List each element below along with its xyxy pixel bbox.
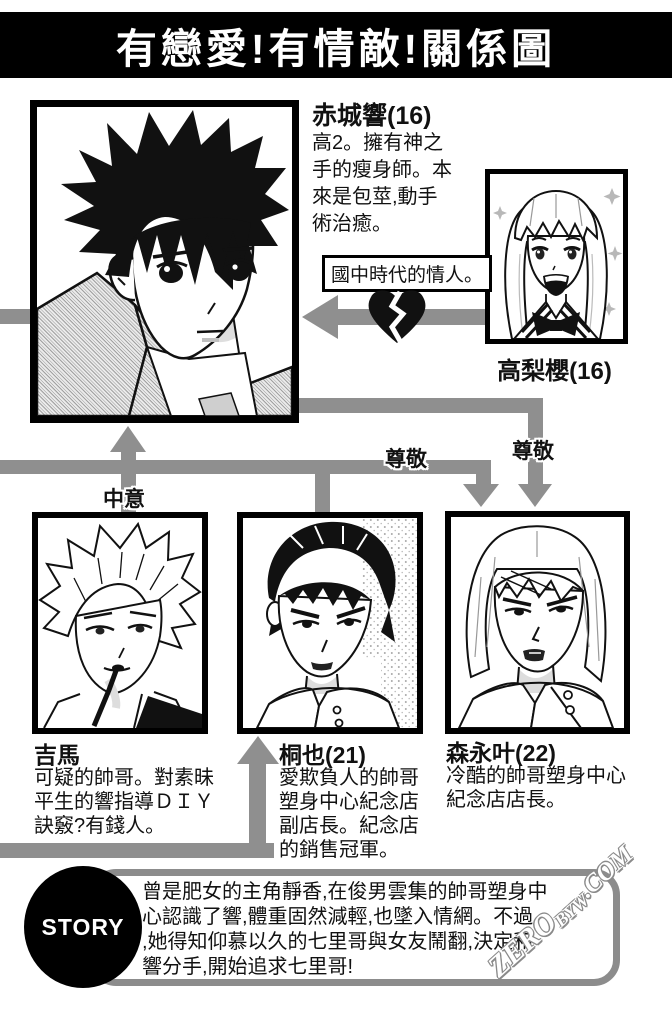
respect-arrow-2-hbar (0, 460, 491, 474)
portrait-yoshima (32, 512, 208, 734)
respect-arrow-2-riser (315, 473, 330, 513)
hibiki-name: 赤城響(16) (312, 102, 432, 130)
edge-connector-bar (0, 309, 36, 324)
hibiki-description: 高2。擁有神之 手的瘦身師。本 來是包莖,動手 術治癒。 (312, 132, 452, 235)
yoshima-name: 吉馬 (34, 742, 80, 768)
hibiki-portrait-art (37, 110, 292, 416)
bottom-arrow-hbar (0, 843, 274, 858)
bottom-arrow-vbar (249, 762, 266, 844)
kanata-name: 森永叶(22) (446, 740, 556, 766)
bottom-arrow-head-up (237, 736, 279, 764)
lover-arrow-head-left (302, 295, 338, 339)
header-banner: 有戀愛!有情敵!關係圖 (0, 12, 672, 78)
page-title: 有戀愛!有情敵!關係圖 (115, 26, 557, 72)
respect-relation-label-2: 尊敬 (385, 448, 427, 471)
sakura-name: 高梨櫻(16) (497, 358, 612, 385)
kanata-description: 冷酷的帥哥塑身中心 紀念店店長。 (446, 765, 626, 811)
story-badge-label: STORY (41, 913, 125, 940)
touya-name: 桐也(21) (279, 742, 366, 768)
like-relation-label: 中意 (103, 488, 145, 511)
like-arrow-head-up (110, 426, 146, 452)
watermark-com: .COM (573, 840, 639, 904)
yoshima-portrait-art (38, 521, 202, 728)
respect-arrow-2-stub (476, 460, 491, 485)
sakura-portrait-art (493, 188, 623, 339)
respect-arrow-2-head-down (463, 484, 499, 507)
touya-portrait-art (255, 518, 417, 728)
touya-description: 愛欺負人的帥哥 塑身中心紀念店 副店長。紀念店 的銷售冠軍。 (279, 767, 419, 861)
lover-relation-label: 國中時代的情人。 (322, 255, 493, 292)
portrait-sakura (485, 169, 628, 344)
respect-arrow-1-vbar (528, 398, 543, 486)
sparkle-icons (493, 188, 623, 316)
respect-arrow-1-hbar (299, 398, 543, 413)
portrait-kanata (445, 511, 630, 734)
kanata-portrait-art (457, 525, 615, 728)
story-badge: STORY (24, 866, 142, 988)
portrait-hibiki (30, 100, 299, 423)
respect-relation-label-1: 尊敬 (512, 440, 554, 463)
story-text: 曾是肥女的主角靜香,在俊男雲集的帥哥塑身中 心認識了響,體重固然減輕,也墜入情網… (142, 881, 548, 978)
respect-arrow-1-head-down (518, 484, 552, 507)
yoshima-description: 可疑的帥哥。對素昧 平生的響指導ＤＩＹ 訣竅?有錢人。 (34, 767, 214, 837)
portrait-touya (237, 512, 423, 734)
broken-heart-icon (368, 290, 426, 343)
